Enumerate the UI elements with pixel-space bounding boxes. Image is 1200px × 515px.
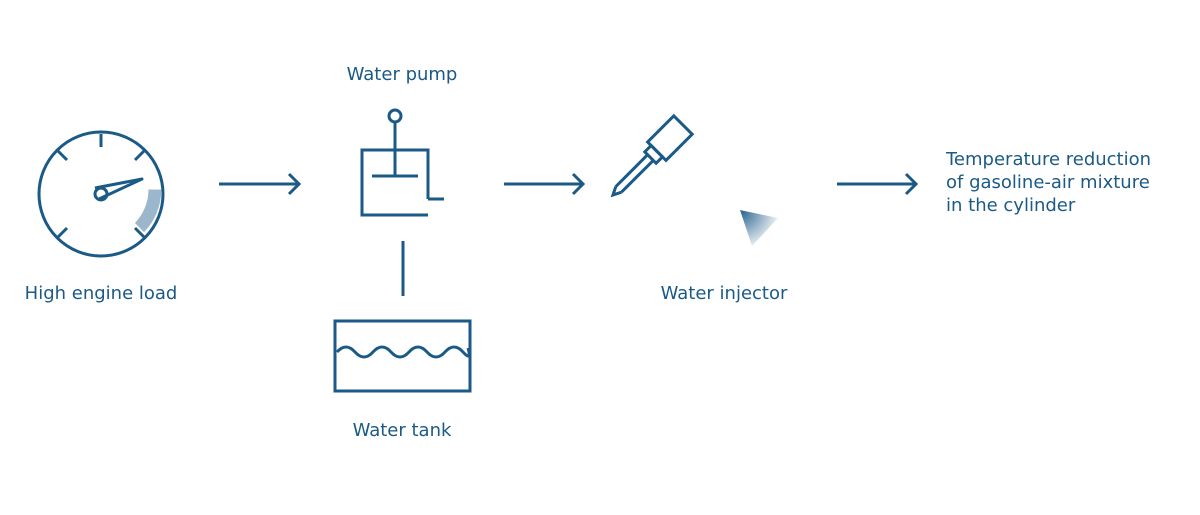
injector-collar (642, 143, 665, 166)
injector-stem-right (620, 159, 655, 194)
result-label: Temperature reduction of gasoline-air mi… (946, 148, 1151, 217)
arrow-pump-to-injector (504, 172, 586, 196)
water-tank-label: Water tank (352, 420, 452, 441)
water-injector-label: Water injector (660, 283, 788, 304)
pump-body (360, 148, 430, 217)
pump-icon (360, 108, 444, 217)
gauge-dial (37, 130, 165, 258)
injector-head (645, 113, 695, 163)
water-pump-label: Water pump (346, 64, 458, 85)
gauge-icon (37, 130, 165, 258)
tank-icon (333, 319, 472, 393)
arrow-injector-to-result (837, 172, 919, 196)
result-line-1: Temperature reduction (946, 149, 1152, 170)
injector-icon (610, 113, 778, 246)
injector-stem-left (614, 153, 649, 188)
gauge-ticks (55, 134, 147, 240)
result-line-3: in the cylinder (946, 195, 1076, 216)
water-spray (740, 210, 778, 246)
gauge-needle (93, 177, 144, 202)
injector-tip (610, 186, 622, 198)
tank-water-surface (335, 345, 471, 359)
arrow-load-to-pump (219, 172, 302, 196)
result-line-2: of gasoline-air mixture (946, 172, 1150, 193)
gauge-load-zone (134, 189, 162, 233)
pump-handle-knob (387, 108, 403, 124)
engine-load-label: High engine load (24, 283, 178, 304)
